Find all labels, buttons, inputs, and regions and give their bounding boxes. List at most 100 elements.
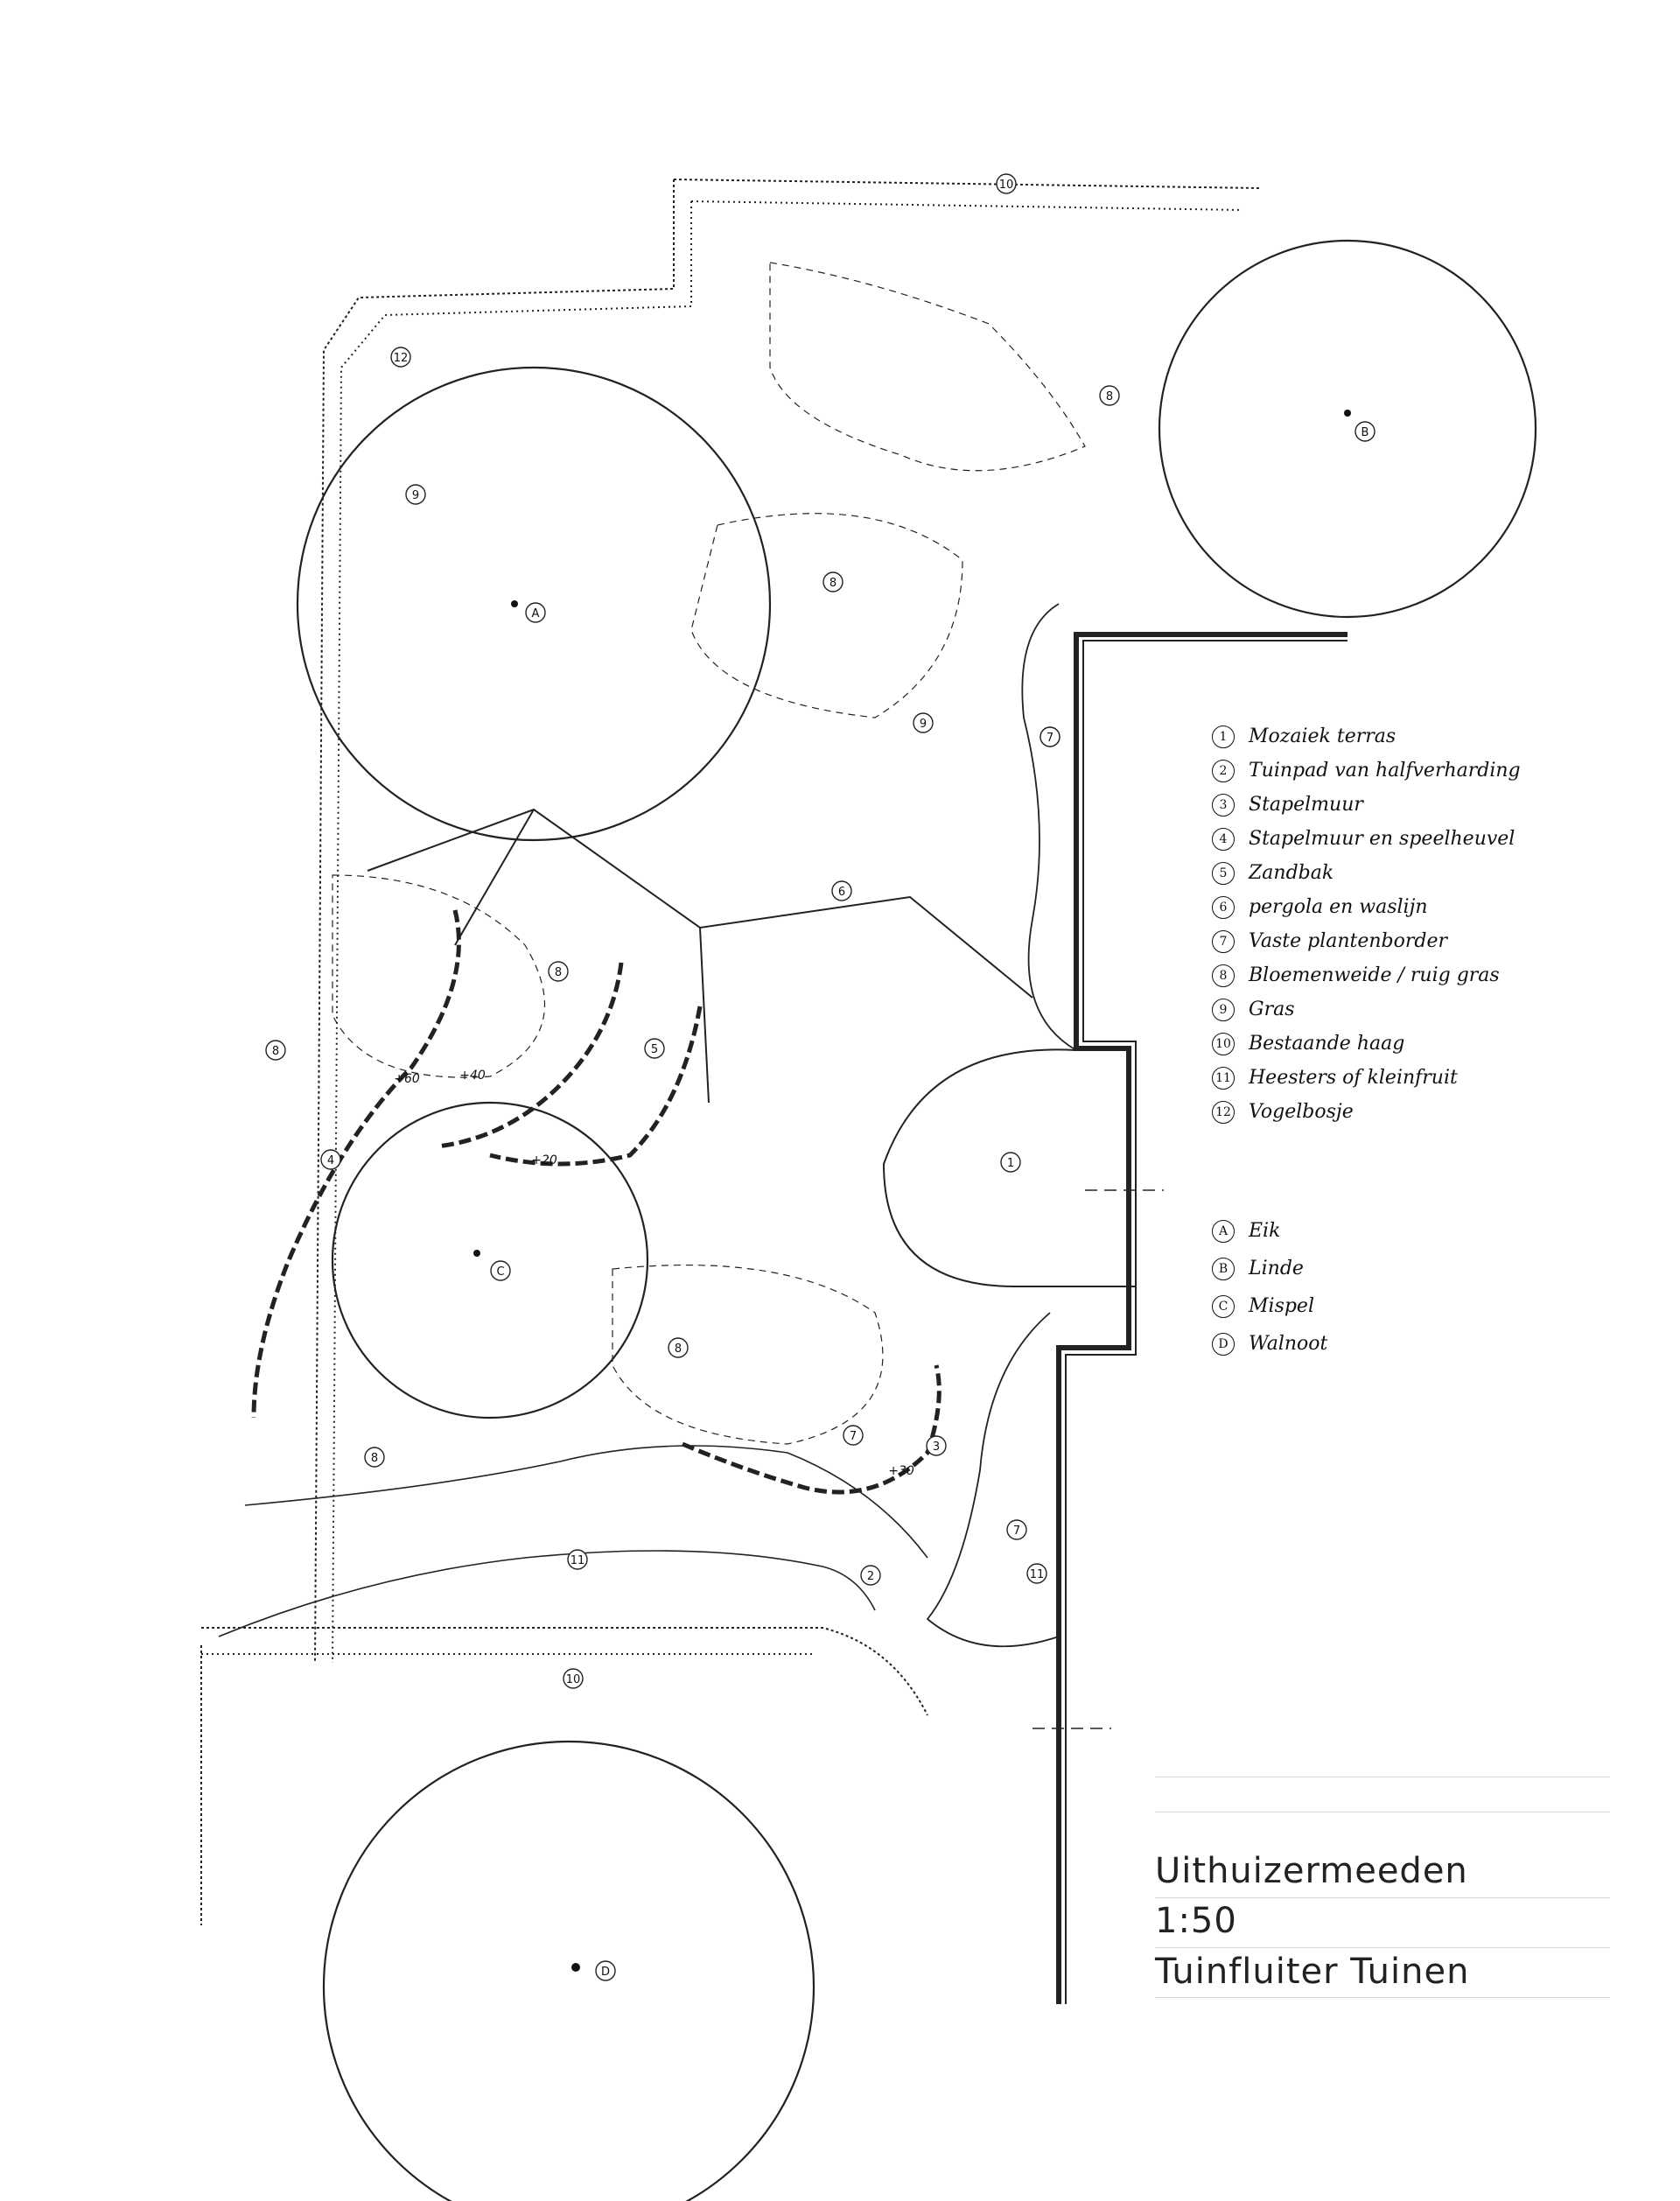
plan-label-circle [595, 1960, 616, 1981]
plan-label-text: C [496, 1265, 504, 1279]
plan-label-shrub-2: 11 [1026, 1563, 1047, 1584]
plan-label-text: 10 [566, 1673, 581, 1686]
legend-number: 12 [1212, 1100, 1235, 1124]
plan-label-text: 11 [1030, 1568, 1045, 1581]
tree-letter: A [1212, 1219, 1235, 1243]
title-rule [1155, 1897, 1610, 1898]
plan-label-text: 8 [272, 1045, 279, 1058]
wall-hill-3 [489, 1006, 703, 1167]
tree-a-trunk [511, 600, 518, 607]
plan-label-text: B [1362, 426, 1369, 439]
tree-legend-item: A Eik [1212, 1212, 1474, 1250]
plan-label-circle [490, 1260, 511, 1281]
plan-label-circle [1040, 726, 1060, 747]
plan-label-border-2: 7 [1006, 1519, 1027, 1540]
legend-number: 6 [1212, 895, 1235, 919]
legend-label: Gras [1249, 999, 1295, 1020]
wall-hill-2 [437, 962, 624, 1149]
plan-label-path: 2 [860, 1565, 881, 1586]
tree-label: Eik [1249, 1220, 1281, 1242]
plan-label-circle [913, 712, 934, 733]
plan-label-circle [843, 1425, 864, 1446]
title-rule [1155, 1997, 1610, 1998]
tree-d-canopy [322, 1740, 816, 2201]
plan-label-text: 4 [327, 1154, 334, 1167]
plan-label-h40: +40 [459, 1069, 486, 1083]
plan-label-circle [822, 571, 844, 592]
plan-label-border-1: 7 [843, 1425, 864, 1446]
legend-number: 8 [1212, 964, 1235, 987]
plan-label-meadow-2: 8 [822, 571, 844, 592]
legend-label: Vaste plantenborder [1249, 930, 1448, 952]
plan-label-text: 12 [394, 352, 409, 365]
tree-a-canopy [296, 366, 772, 842]
plan-label-text: 11 [570, 1554, 585, 1567]
plan-label-circle [525, 602, 546, 623]
plan-label-circle [1006, 1519, 1027, 1540]
plan-label-circle [320, 1149, 341, 1170]
hedge-bottom-outline [201, 1627, 928, 1716]
plan-label-h20: +20 [531, 1153, 557, 1167]
house-wall [1056, 632, 1348, 2004]
legend-item: 7 Vaste plantenborder [1212, 924, 1623, 958]
legend-number: 1 [1212, 725, 1235, 748]
title-place: Uithuizermeeden [1155, 1851, 1468, 1891]
plan-label-text: 9 [920, 718, 927, 731]
plan-label-pergola: 6 [831, 880, 852, 901]
plan-label-text: 3 [933, 1440, 940, 1454]
plan-label-text: 8 [675, 1342, 682, 1356]
meadow-contour-1 [769, 262, 1086, 472]
plan-label-text: +60 [394, 1072, 420, 1086]
plan-label-meadow-3: 8 [548, 961, 569, 982]
meadow-contour-4 [612, 1264, 884, 1445]
legend-number: 5 [1212, 861, 1235, 885]
plan-label-meadow-5: 8 [668, 1337, 689, 1358]
plan-label-text: D [601, 1966, 610, 1979]
legend-label: Mozaiek terras [1249, 725, 1396, 747]
plan-label-hedge-bottom: 10 [563, 1668, 584, 1689]
plan-label-hill: 4 [320, 1149, 341, 1170]
plan-label-meadow-4: 8 [265, 1040, 286, 1061]
path-curve-lower [218, 1550, 876, 1637]
tree-letter: D [1212, 1332, 1235, 1356]
plan-label-circle [926, 1435, 947, 1456]
plan-label-circle [1026, 1563, 1047, 1584]
legend-item: 11 Heesters of kleinfruit [1212, 1061, 1623, 1095]
legend-label: Bloemenweide / ruig gras [1249, 964, 1500, 986]
terrace-outline [882, 1048, 1136, 1287]
plan-label-circle [996, 173, 1017, 194]
legend-number: 11 [1212, 1066, 1235, 1090]
plan-label-circle [563, 1668, 584, 1689]
legend-label: Tuinpad van halfverharding [1249, 760, 1521, 782]
plan-label-tree-d: D [595, 1960, 616, 1981]
title-company: Tuinfluiter Tuinen [1155, 1952, 1470, 1992]
plan-label-circle [668, 1337, 689, 1358]
plan-label-text: +20 [531, 1153, 557, 1167]
plan-label-hedge-top: 10 [996, 173, 1017, 194]
legend-label: Heesters of kleinfruit [1249, 1067, 1458, 1089]
legend-label: Stapelmuur [1249, 794, 1363, 816]
pergola-frame [367, 808, 1033, 1104]
meadow-contour-2 [690, 513, 963, 718]
tree-b-canopy [1158, 239, 1537, 619]
legend-number: 7 [1212, 929, 1235, 953]
meadow-contour-3 [332, 874, 545, 1078]
plan-label-text: 8 [1106, 390, 1113, 403]
plan-label-h30: +30 [888, 1464, 914, 1478]
plan-label-text: 7 [1013, 1525, 1020, 1538]
plan-label-text: 10 [999, 179, 1014, 192]
border-bed-upper [1021, 603, 1077, 1051]
plan-label-circle [831, 880, 852, 901]
title-block: Uithuizermeeden 1:50 Tuinfluiter Tuinen [1138, 1742, 1610, 2022]
house-wall-inner [1065, 640, 1348, 2004]
